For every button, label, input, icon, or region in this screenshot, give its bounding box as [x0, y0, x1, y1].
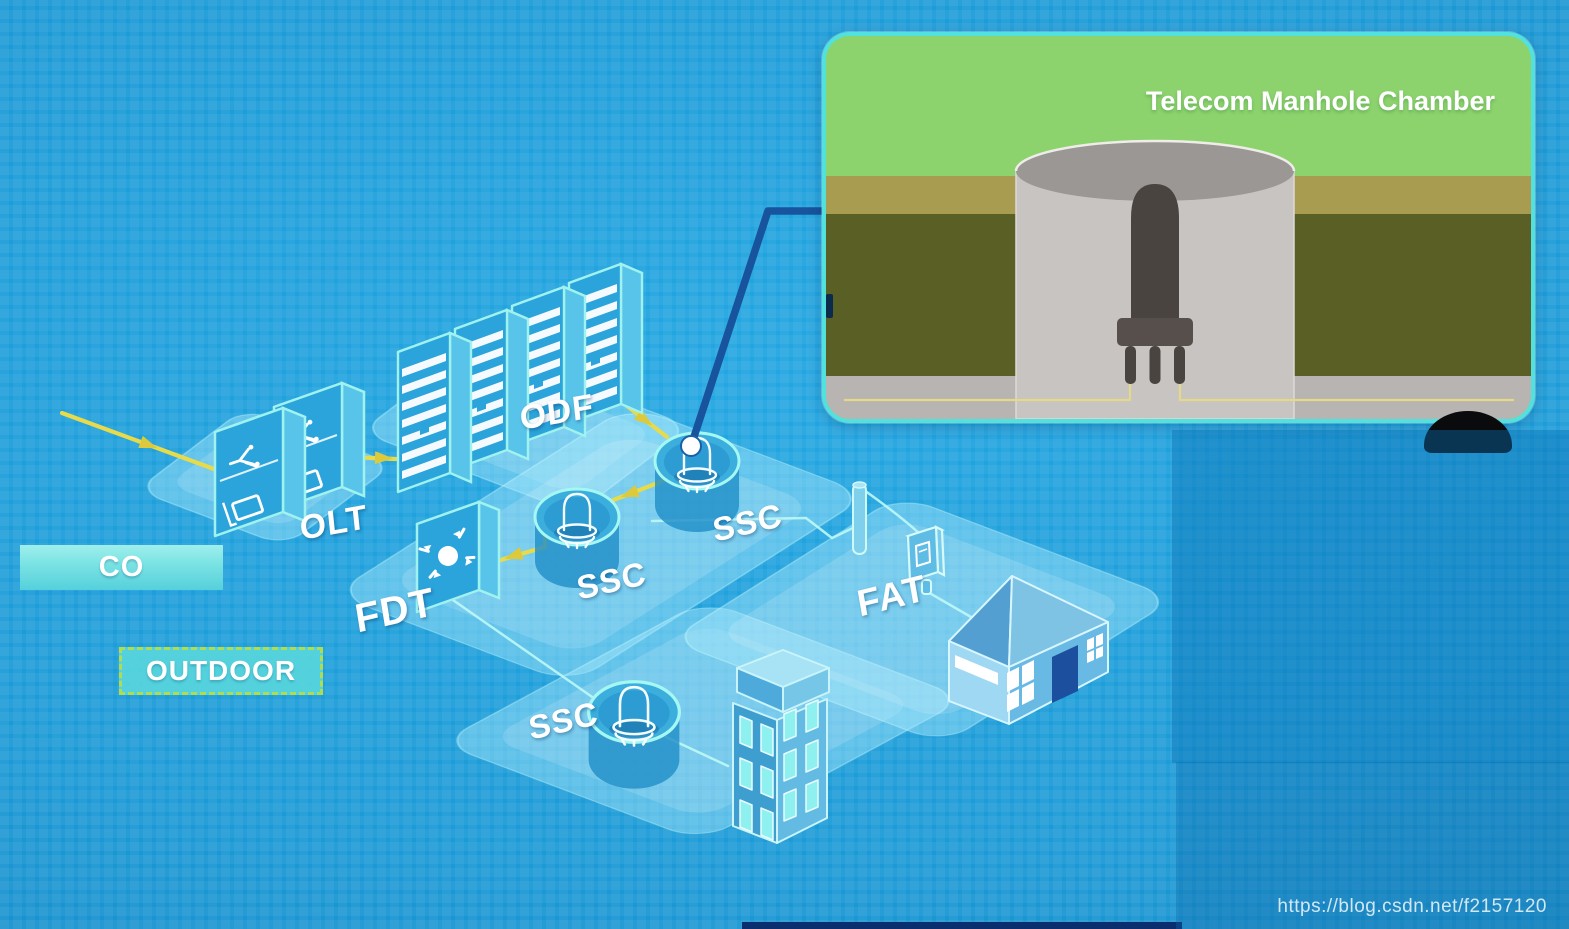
soil-block-right — [1294, 214, 1531, 379]
co-zone-label: CO — [98, 551, 145, 583]
manhole-chamber-illustration — [826, 36, 1531, 419]
fat-box — [905, 525, 946, 595]
splice-closure — [1117, 184, 1193, 384]
house-window-strip — [955, 655, 998, 685]
fat-door-icon — [914, 540, 932, 568]
callout-anchor-dot — [680, 435, 702, 457]
bottom-dark-bar — [742, 922, 1182, 929]
cable-arrow-icon — [138, 435, 160, 455]
splitter-icon — [418, 527, 476, 579]
outdoor-zone-banner: OUTDOOR — [119, 647, 323, 695]
house-door — [1052, 645, 1078, 703]
drop-line-fdt-to-ssc-lower — [448, 596, 600, 703]
olt-cabinet — [213, 406, 307, 538]
chamber-opening — [1016, 141, 1294, 201]
house — [948, 575, 1109, 725]
soil-block-left — [826, 214, 1016, 379]
house-window-side — [1087, 633, 1103, 663]
apartment-building — [732, 649, 830, 844]
cable-arrow-icon — [374, 451, 394, 465]
overlay-patch-lower — [1176, 762, 1569, 929]
callout-pointer — [680, 207, 836, 457]
inset-edge-notch — [826, 294, 833, 318]
ssc-manhole-lower — [587, 680, 681, 791]
watermark-url: https://blog.csdn.net/f2157120 — [1277, 896, 1547, 917]
utility-pole — [852, 483, 867, 555]
manhole-chamber-inset: Telecom Manhole Chamber — [822, 32, 1535, 423]
odf-rack — [396, 331, 473, 494]
fdt-cabinet — [415, 500, 501, 614]
fat-assembly — [852, 481, 946, 595]
drop-line-fat-to-house — [924, 589, 973, 619]
co-zone-banner: CO — [20, 545, 223, 590]
chamber-cables — [844, 384, 1514, 402]
building-cap-right — [782, 667, 830, 713]
house-gable — [1008, 575, 1109, 668]
cable-entry-to-olt — [59, 410, 217, 472]
building-windows — [739, 699, 819, 841]
pole-wire — [859, 486, 922, 536]
outdoor-zone-label: OUTDOOR — [145, 655, 297, 686]
inset-title: Telecom Manhole Chamber — [1145, 86, 1495, 116]
house-window-front — [1007, 660, 1034, 712]
overlay-patch-upper — [1172, 430, 1569, 763]
